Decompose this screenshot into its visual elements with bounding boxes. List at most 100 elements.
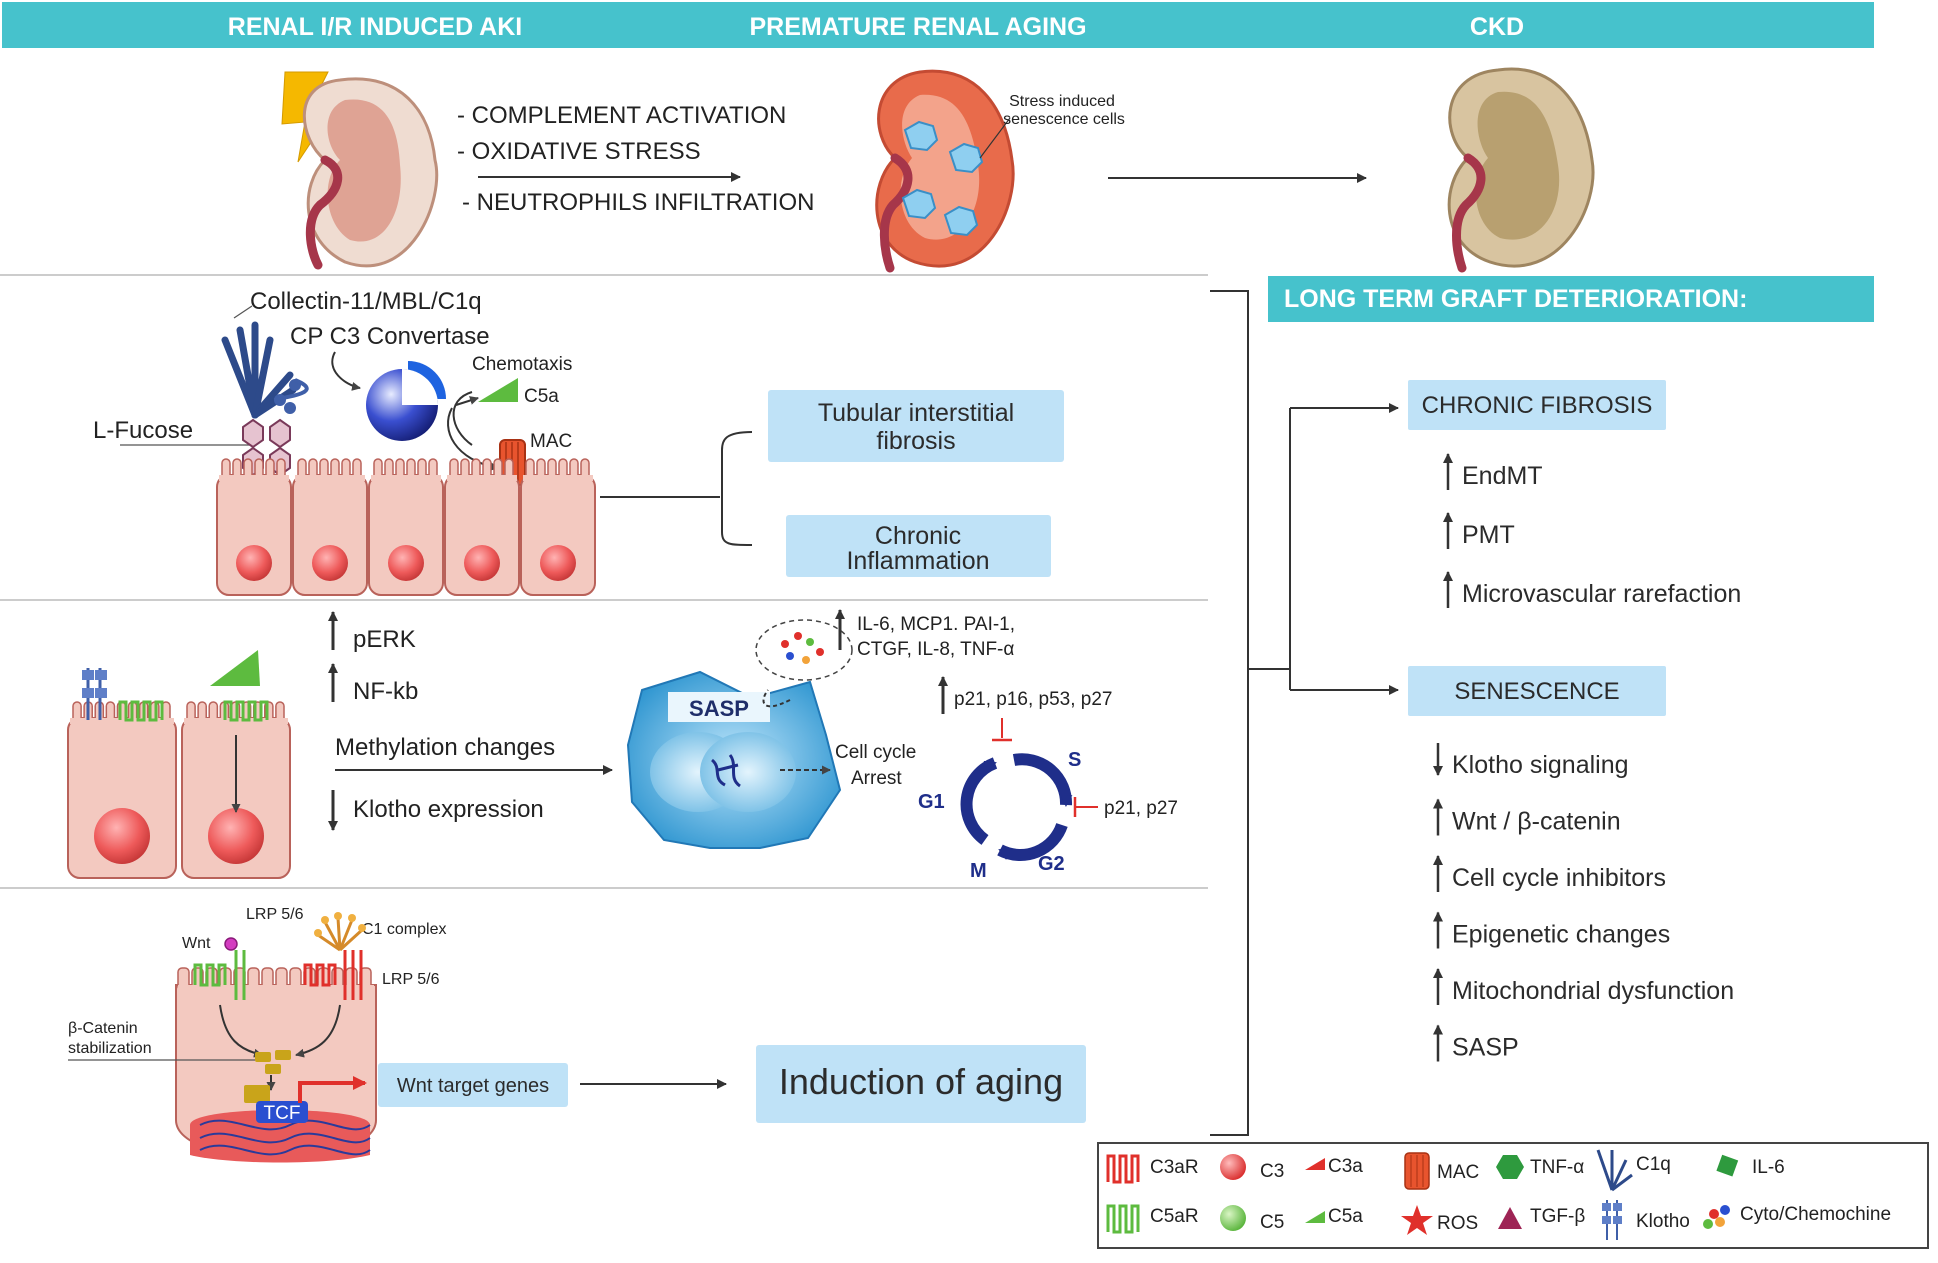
- epithelial-cell: [520, 458, 596, 596]
- legend-c5ar: C5aR: [1150, 1206, 1199, 1227]
- lrp-label-a: LRP 5/6: [246, 906, 304, 923]
- c5a-label: C5a: [524, 386, 559, 407]
- svg-text:EndMT: EndMT: [1462, 462, 1543, 490]
- kidney-senescent-icon: [875, 69, 1015, 273]
- legend-tgf: TGF-β: [1530, 1206, 1585, 1227]
- panel-senescence-signaling: pERK NF-kb Methylation changes Klotho ex…: [67, 609, 1178, 882]
- svg-text:SASP: SASP: [1452, 1034, 1519, 1062]
- legend-c3ar: C3aR: [1150, 1157, 1199, 1178]
- svg-text:Wnt / β-catenin: Wnt / β-catenin: [1452, 808, 1621, 836]
- cytokines-line2: CTGF, IL-8, TNF-α: [857, 639, 1014, 660]
- convertase-label: CP C3 Convertase: [290, 323, 490, 350]
- tcf-label: TCF: [264, 1103, 301, 1124]
- graft-deterioration-title: LONG TERM GRAFT DETERIORATION:: [1268, 276, 1874, 322]
- beta-catenin-icon: [255, 1050, 291, 1074]
- tubular-epithelium-icon: [216, 458, 596, 596]
- legend-c5a-icon: [1305, 1211, 1325, 1223]
- header-premature-aging: PREMATURE RENAL AGING: [749, 13, 1086, 41]
- klotho-receptor-icon: [82, 668, 107, 720]
- senescent-cell-icon: SASP: [626, 670, 842, 849]
- legend-c1q-icon: [1596, 1149, 1633, 1192]
- epithelial-cell: [216, 458, 292, 596]
- legend-c5ar-icon: [1106, 1204, 1140, 1234]
- legend-tnf-icon: [1496, 1155, 1524, 1179]
- catenin-line2: stabilization: [68, 1040, 152, 1057]
- mac-label: MAC: [530, 431, 572, 452]
- legend-c5: C5: [1260, 1212, 1284, 1233]
- legend-tnf: TNF-α: [1530, 1157, 1584, 1178]
- svg-text:fibrosis: fibrosis: [876, 427, 955, 455]
- senescence-note: Stress induced senescence cells: [1003, 93, 1125, 128]
- mechanism-list: - COMPLEMENT ACTIVATION - OXIDATIVE STRE…: [457, 102, 814, 216]
- box-induction-aging: Induction of aging: [756, 1045, 1086, 1123]
- change-item: Epigenetic changes: [1433, 911, 1670, 949]
- panel-complement: Collectin-11/MBL/C1q CP C3 Convertase L-…: [93, 288, 1064, 596]
- phase-g1: G1: [918, 791, 945, 813]
- svg-text:Klotho signaling: Klotho signaling: [1452, 751, 1629, 779]
- legend-c3: C3: [1260, 1161, 1284, 1182]
- cytokine-bubble-icon: [755, 619, 853, 681]
- legend-tgf-icon: [1498, 1207, 1522, 1229]
- svg-text:SENESCENCE: SENESCENCE: [1454, 678, 1619, 705]
- receptor-red-icon: [303, 950, 363, 1000]
- chemotaxis-label: Chemotaxis: [472, 354, 572, 375]
- legend-cyto: Cyto/Chemochine: [1740, 1204, 1891, 1225]
- legend: C3aR C3 C3a MAC TNF-α C1q IL-6 C5aR C5 C…: [1097, 1142, 1929, 1249]
- svg-text:CHRONIC FIBROSIS: CHRONIC FIBROSIS: [1422, 392, 1653, 419]
- legend-c3-icon: [1220, 1154, 1246, 1180]
- arrest-line1: Cell cycle: [835, 742, 916, 763]
- epithelial-cell: [444, 458, 520, 596]
- header-ckd: CKD: [1470, 13, 1524, 41]
- svg-text:Mitochondrial dysfunction: Mitochondrial dysfunction: [1452, 977, 1734, 1005]
- sasp-label: SASP: [689, 696, 749, 721]
- legend-c3a: C3a: [1328, 1156, 1363, 1177]
- lrp-label-b: LRP 5/6: [382, 971, 440, 988]
- arrest-line2: Arrest: [851, 768, 902, 789]
- box-wnt-target-genes: Wnt target genes: [378, 1063, 568, 1107]
- senescence-box: SENESCENCE: [1408, 666, 1666, 716]
- box-chronic-inflammation: Chronic Inflammation: [786, 515, 1051, 577]
- svg-text:- COMPLEMENT ACTIVATION: - COMPLEMENT ACTIVATION: [457, 102, 786, 129]
- svg-text:senescence cells: senescence cells: [1003, 111, 1125, 128]
- svg-text:Stress induced: Stress induced: [1009, 93, 1115, 110]
- svg-text:Epigenetic changes: Epigenetic changes: [1452, 921, 1670, 949]
- legend-c5-icon: [1220, 1205, 1246, 1231]
- legend-c3ar-icon: [1106, 1154, 1140, 1184]
- c1-complex-label: C1 complex: [362, 921, 446, 938]
- nucleus-dna-icon: [190, 1110, 371, 1163]
- svg-text:Induction of aging: Induction of aging: [779, 1061, 1063, 1102]
- panel-wnt: LRP 5/6 Wnt C1 complex LRP 5/6: [68, 906, 1086, 1163]
- perk-label: pERK: [353, 626, 416, 653]
- svg-text:PMT: PMT: [1462, 521, 1515, 549]
- legend-ros-icon: [1401, 1205, 1433, 1235]
- epithelial-cell: [292, 458, 368, 596]
- c3-convertase-pie-icon: [366, 361, 446, 441]
- epithelial-cell: [67, 701, 177, 879]
- header-aki: RENAL I/R INDUCED AKI: [228, 13, 522, 41]
- svg-text:Cell cycle inhibitors: Cell cycle inhibitors: [1452, 864, 1666, 892]
- change-item: PMT: [1443, 512, 1515, 549]
- box-tubular-fibrosis: Tubular interstitial fibrosis: [768, 390, 1064, 462]
- change-item: SASP: [1433, 1024, 1519, 1062]
- cdki-top-label: p21, p16, p53, p27: [954, 689, 1112, 710]
- header-bar: RENAL I/R INDUCED AKI PREMATURE RENAL AG…: [2, 2, 1874, 48]
- legend-il6-icon: [1716, 1154, 1739, 1177]
- epithelial-pair-icon: [67, 701, 291, 879]
- legend-c3a-icon: [1305, 1158, 1325, 1170]
- legend-c5a: C5a: [1328, 1206, 1363, 1227]
- change-item: Cell cycle inhibitors: [1433, 855, 1666, 892]
- legend-c1q: C1q: [1636, 1154, 1671, 1175]
- epithelial-cell: [368, 458, 444, 596]
- svg-text:Inflammation: Inflammation: [846, 547, 989, 575]
- c5a-ligand-icon: [210, 650, 260, 686]
- wnt-label: Wnt: [182, 935, 211, 952]
- c5a-triangle-icon: [478, 378, 518, 402]
- right-panel: LONG TERM GRAFT DETERIORATION: CHRONIC F…: [1210, 276, 1874, 1136]
- l-fucose-label: L-Fucose: [93, 417, 193, 444]
- c1-complex-icon: [314, 912, 366, 952]
- legend-mac-icon: [1404, 1152, 1430, 1190]
- collectin-label: Collectin-11/MBL/C1q: [250, 288, 482, 315]
